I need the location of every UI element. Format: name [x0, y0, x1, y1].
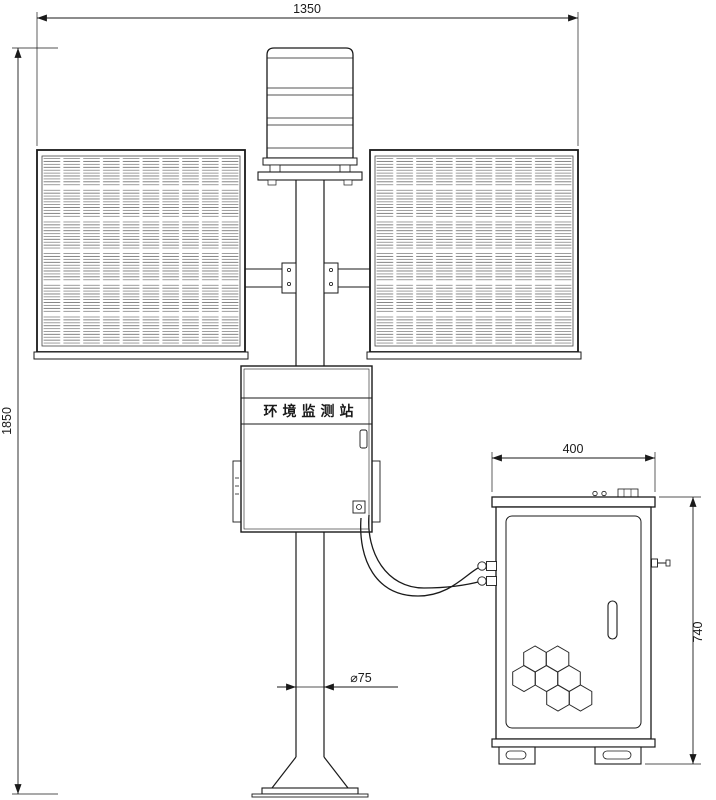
equipment-cabinet — [477, 488, 671, 765]
cable-line — [368, 514, 483, 589]
dimension-total-height: 1850 — [0, 47, 58, 795]
pole-base — [251, 756, 369, 798]
cabinet-foot — [594, 746, 642, 765]
cable-gland-housing — [486, 576, 497, 586]
panel-cells — [41, 155, 241, 347]
base-gusset — [271, 756, 297, 789]
flange-bolt — [267, 179, 277, 186]
sensor-flange — [257, 171, 363, 181]
weather-sensor — [257, 47, 363, 186]
gland-hole — [356, 504, 362, 510]
cabinet-top-knob — [601, 490, 607, 497]
sensor-tab — [339, 164, 351, 173]
base-foundation — [251, 793, 369, 798]
crossarm — [245, 262, 370, 294]
side-fitting — [651, 558, 658, 568]
box-latch — [359, 429, 368, 449]
cabinet-body — [495, 506, 652, 740]
cabinet-cap — [491, 496, 656, 508]
cabinet-door — [505, 515, 642, 729]
cable-gland-housing — [486, 561, 497, 571]
base-gusset — [323, 756, 349, 789]
box-side-bracket-right — [371, 460, 381, 523]
cabinet-base-rail — [491, 738, 656, 748]
box-inner-line — [243, 368, 370, 530]
panel-clamp-left — [281, 262, 297, 294]
box-cable-gland — [352, 500, 366, 514]
dimension-total-width: 1350 — [36, 2, 579, 146]
foot-slot — [602, 750, 632, 760]
dim-cabinet-height-label: 740 — [691, 622, 705, 643]
panel-rail — [366, 351, 582, 360]
cabinet-foot — [498, 746, 536, 765]
dimension-cabinet-height: 740 — [645, 496, 705, 765]
panel-cells — [374, 155, 574, 347]
sensor-lip — [262, 157, 358, 166]
panel-rail — [33, 351, 249, 360]
side-fitting-cap — [665, 559, 671, 567]
clamp-bolt — [328, 267, 333, 272]
cabinet-handle — [607, 600, 618, 640]
clamp-bolt — [286, 281, 291, 286]
dim-pole-diameter-label: ⌀75 — [350, 671, 371, 685]
solar-panel-right — [366, 149, 582, 360]
dimension-cabinet-width: 400 — [491, 442, 656, 492]
box-outline — [240, 365, 373, 533]
cabinet-top-vent — [617, 488, 639, 498]
clamp-bolt — [328, 281, 333, 286]
dimension-pole-diameter: ⌀75 — [277, 671, 398, 691]
box-side-bracket-left — [232, 460, 242, 523]
station-label: 环境监测站 — [264, 403, 359, 419]
control-box: 环境监测站 — [232, 365, 381, 533]
clamp-bolt — [286, 267, 291, 272]
cable-line — [360, 517, 483, 597]
cable — [360, 514, 483, 597]
sensor-tab — [269, 164, 281, 173]
dim-total-height-label: 1850 — [0, 407, 14, 435]
flange-bolt — [343, 179, 353, 186]
base-plate — [261, 787, 359, 795]
panel-clamp-right — [323, 262, 339, 294]
cable-gland-nut — [477, 561, 487, 571]
dim-cabinet-width-label: 400 — [563, 442, 584, 456]
foot-slot — [505, 750, 527, 760]
cable-gland-nut — [477, 576, 487, 586]
dim-total-width-label: 1350 — [293, 2, 321, 16]
cabinet-top-knob — [592, 490, 598, 497]
sensor-body — [266, 47, 354, 159]
solar-panel-left — [33, 149, 249, 360]
